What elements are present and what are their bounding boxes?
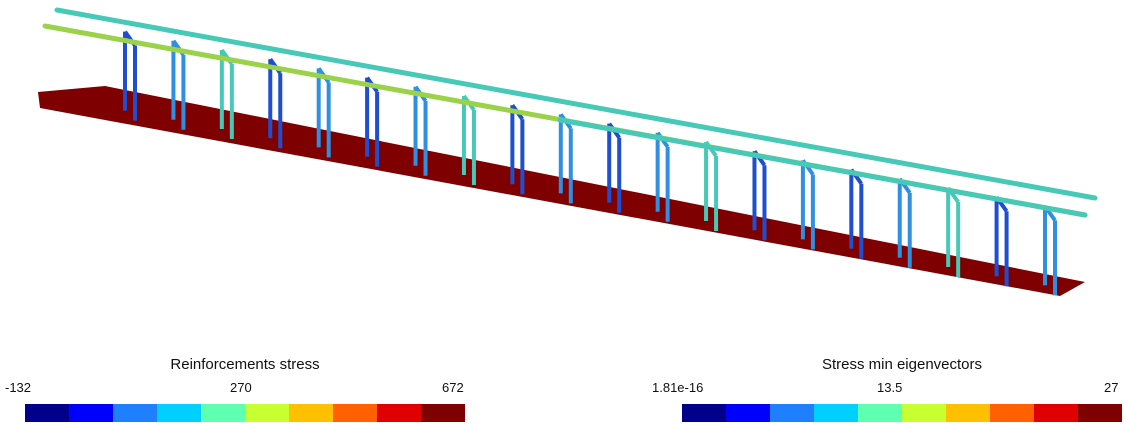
beam-3d-viewport[interactable] bbox=[0, 0, 1127, 320]
color-swatch bbox=[245, 404, 289, 422]
legend-title: Reinforcements stress bbox=[170, 356, 320, 373]
legend-max-label: 672 bbox=[442, 380, 464, 395]
color-swatch bbox=[421, 404, 465, 422]
color-swatch bbox=[682, 404, 726, 422]
color-swatch bbox=[25, 404, 69, 422]
color-swatch bbox=[113, 404, 157, 422]
color-swatch bbox=[157, 404, 201, 422]
color-swatch bbox=[1034, 404, 1078, 422]
stress-min-eigenvectors-legend: Stress min eigenvectors 1.81e-16 13.5 27 bbox=[652, 352, 1122, 424]
top-bar-front-right bbox=[557, 117, 1088, 218]
reinforcements-stress-legend: Reinforcements stress -132 270 672 bbox=[5, 352, 465, 424]
color-swatch bbox=[333, 404, 377, 422]
top-bar-back bbox=[54, 7, 1098, 201]
legend-min-label: 1.81e-16 bbox=[652, 380, 704, 395]
color-scale-bar bbox=[25, 404, 465, 422]
color-swatch bbox=[946, 404, 990, 422]
legend-title: Stress min eigenvectors bbox=[821, 356, 983, 373]
color-swatch bbox=[69, 404, 113, 422]
color-swatch bbox=[1078, 404, 1122, 422]
legend-mid-label: 13.5 bbox=[877, 380, 903, 395]
color-scale-bar bbox=[682, 404, 1122, 422]
color-swatch bbox=[289, 404, 333, 422]
color-swatch bbox=[858, 404, 902, 422]
color-swatch bbox=[902, 404, 946, 422]
legend-mid-label: 270 bbox=[230, 380, 252, 395]
color-swatch bbox=[814, 404, 858, 422]
color-swatch bbox=[377, 404, 421, 422]
color-swatch bbox=[726, 404, 770, 422]
legend-max-label: 27 bbox=[1104, 380, 1119, 395]
legend-min-label: -132 bbox=[5, 380, 32, 395]
color-swatch bbox=[990, 404, 1034, 422]
color-swatch bbox=[770, 404, 814, 422]
color-swatch bbox=[201, 404, 245, 422]
